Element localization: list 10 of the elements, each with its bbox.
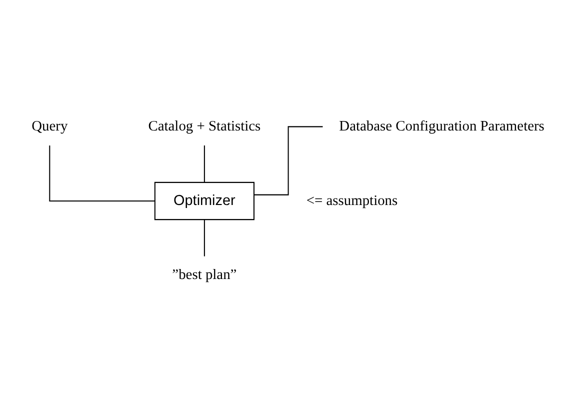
- node-text: ”best plan”: [172, 266, 237, 283]
- node-text: Database Configuration Parameters: [339, 118, 544, 134]
- node-text: Catalog + Statistics: [148, 118, 261, 134]
- connector: [204, 144, 205, 182]
- connector: [204, 219, 205, 256]
- node-box: Optimizer: [154, 181, 254, 220]
- connector: [49, 144, 155, 202]
- node-text: Query: [32, 118, 68, 134]
- connector: [254, 126, 323, 195]
- node-label: <= assumptions: [306, 192, 398, 208]
